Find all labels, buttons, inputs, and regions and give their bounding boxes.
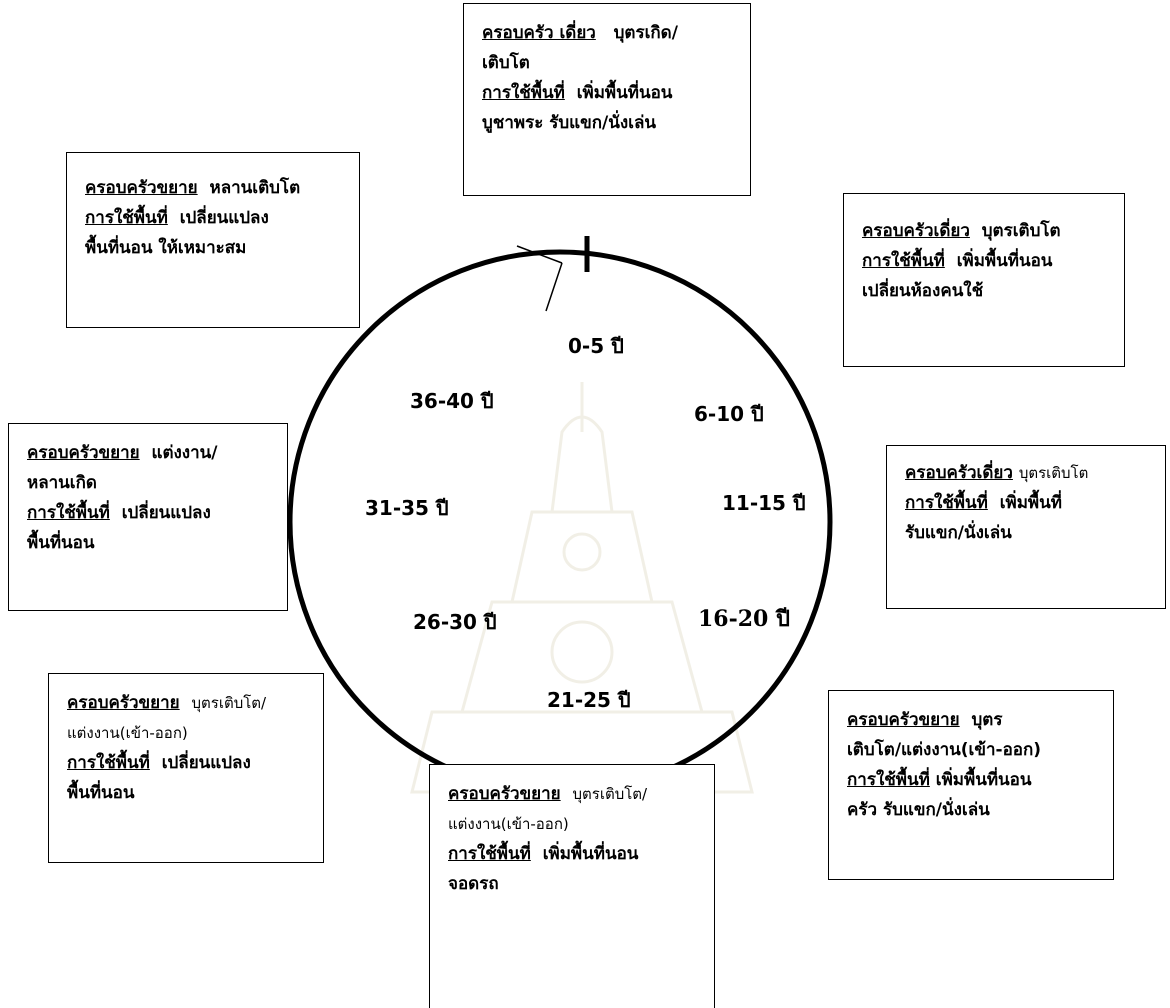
family-type-label: ครอบครัว เดี่ยว (482, 23, 596, 43)
space-usage-label: การใช้พื้นที่ (85, 208, 168, 228)
age-label-26-30: 26-30 ปี (413, 610, 497, 634)
family-type-label: ครอบครัวเดี่ยว (905, 463, 1013, 483)
family-note-cont: เติบโต (482, 53, 530, 73)
family-type-label: ครอบครัวขยาย (67, 693, 180, 713)
family-note-cont: แต่งงาน(เข้า-ออก) (67, 724, 188, 742)
family-note: บุตรเติบโต (1018, 464, 1089, 482)
space-usage-note: เพิ่มพื้นที่นอน (542, 844, 639, 864)
stage-box-top-left: ครอบครัวขยาย หลานเติบโต การใช้พื้นที่ เป… (66, 152, 360, 328)
stage-box-top: ครอบครัว เดี่ยว บุตรเกิด/ เติบโต การใช้พ… (463, 3, 751, 196)
family-note: บุตรเติบโต/ (572, 785, 648, 803)
family-type-label: ครอบครัวขยาย (448, 784, 561, 804)
family-type-label: ครอบครัวขยาย (27, 443, 140, 463)
space-usage-note: เปลี่ยนแปลง (161, 753, 251, 773)
space-usage-note-cont: จอดรถ (448, 874, 499, 894)
age-label-11-15: 11-15 ปี (722, 491, 806, 515)
age-label-16-20: 16-20 ปี (698, 606, 790, 632)
space-usage-label: การใช้พื้นที่ (482, 83, 565, 103)
age-label-36-40: 36-40 ปี (410, 389, 494, 413)
space-usage-note: เปลี่ยนแปลง (179, 208, 269, 228)
family-note: แต่งงาน/ (151, 443, 218, 463)
space-usage-note: เพิ่มพื้นที่นอน (935, 770, 1032, 790)
family-note: บุตรเกิด/ (613, 23, 678, 43)
space-usage-note-cont: พื้นที่นอน ให้เหมาะสม (85, 238, 247, 258)
space-usage-label: การใช้พื้นที่ (847, 770, 930, 790)
family-note: บุตรเติบโต/ (191, 694, 267, 712)
space-usage-label: การใช้พื้นที่ (862, 251, 945, 271)
family-type-label: ครอบครัวเดี่ยว (862, 221, 970, 241)
family-note: บุตร (971, 710, 1003, 730)
space-usage-label: การใช้พื้นที่ (67, 753, 150, 773)
stage-box-right: ครอบครัวเดี่ยว บุตรเติบโต การใช้พื้นที่ … (886, 445, 1166, 609)
space-usage-note-cont: พื้นที่นอน (27, 533, 95, 553)
family-note-cont: หลานเกิด (27, 473, 97, 493)
space-usage-note: เพิ่มพื้นที่นอน (576, 83, 673, 103)
family-note-cont: เติบโต/แต่งงาน(เข้า-ออก) (847, 740, 1042, 760)
arrow-line-lower (545, 262, 563, 312)
stage-box-bottom: ครอบครัวขยาย บุตรเติบโต/ แต่งงาน(เข้า-ออ… (429, 764, 715, 1008)
stage-box-top-right: ครอบครัวเดี่ยว บุตรเติบโต การใช้พื้นที่ … (843, 193, 1125, 367)
space-usage-note-cont: บูชาพระ รับแขก/นั่งเล่น (482, 113, 657, 133)
space-usage-note-cont: ครัว รับแขก/นั่งเล่น (847, 800, 990, 820)
age-label-31-35: 31-35 ปี (365, 496, 449, 520)
family-note: หลานเติบโต (209, 178, 301, 198)
space-usage-note-cont: พื้นที่นอน (67, 783, 135, 803)
space-usage-label: การใช้พื้นที่ (905, 493, 988, 513)
space-usage-note-cont: รับแขก/นั่งเล่น (905, 523, 1012, 543)
age-label-0-5: 0-5 ปี (568, 334, 624, 358)
age-label-21-25: 21-25 ปี (547, 688, 631, 712)
arrow-line-upper (516, 245, 563, 264)
family-note-cont: แต่งงาน(เข้า-ออก) (448, 815, 569, 833)
age-label-6-10: 6-10 ปี (694, 402, 764, 426)
space-usage-note: เพิ่มพื้นที่นอน (956, 251, 1053, 271)
space-usage-label: การใช้พื้นที่ (448, 844, 531, 864)
family-note: บุตรเติบโต (981, 221, 1061, 241)
space-usage-note-cont: เปลี่ยนห้องคนใช้ (862, 281, 984, 301)
stage-box-bottom-right: ครอบครัวขยาย บุตร เติบโต/แต่งงาน(เข้า-ออ… (828, 690, 1114, 880)
space-usage-label: การใช้พื้นที่ (27, 503, 110, 523)
stage-box-left: ครอบครัวขยาย แต่งงาน/ หลานเกิด การใช้พื้… (8, 423, 288, 611)
family-type-label: ครอบครัวขยาย (847, 710, 960, 730)
space-usage-note: เพิ่มพื้นที่ (999, 493, 1062, 513)
family-type-label: ครอบครัวขยาย (85, 178, 198, 198)
space-usage-note: เปลี่ยนแปลง (121, 503, 211, 523)
stage-box-bottom-left: ครอบครัวขยาย บุตรเติบโต/ แต่งงาน(เข้า-ออ… (48, 673, 324, 863)
